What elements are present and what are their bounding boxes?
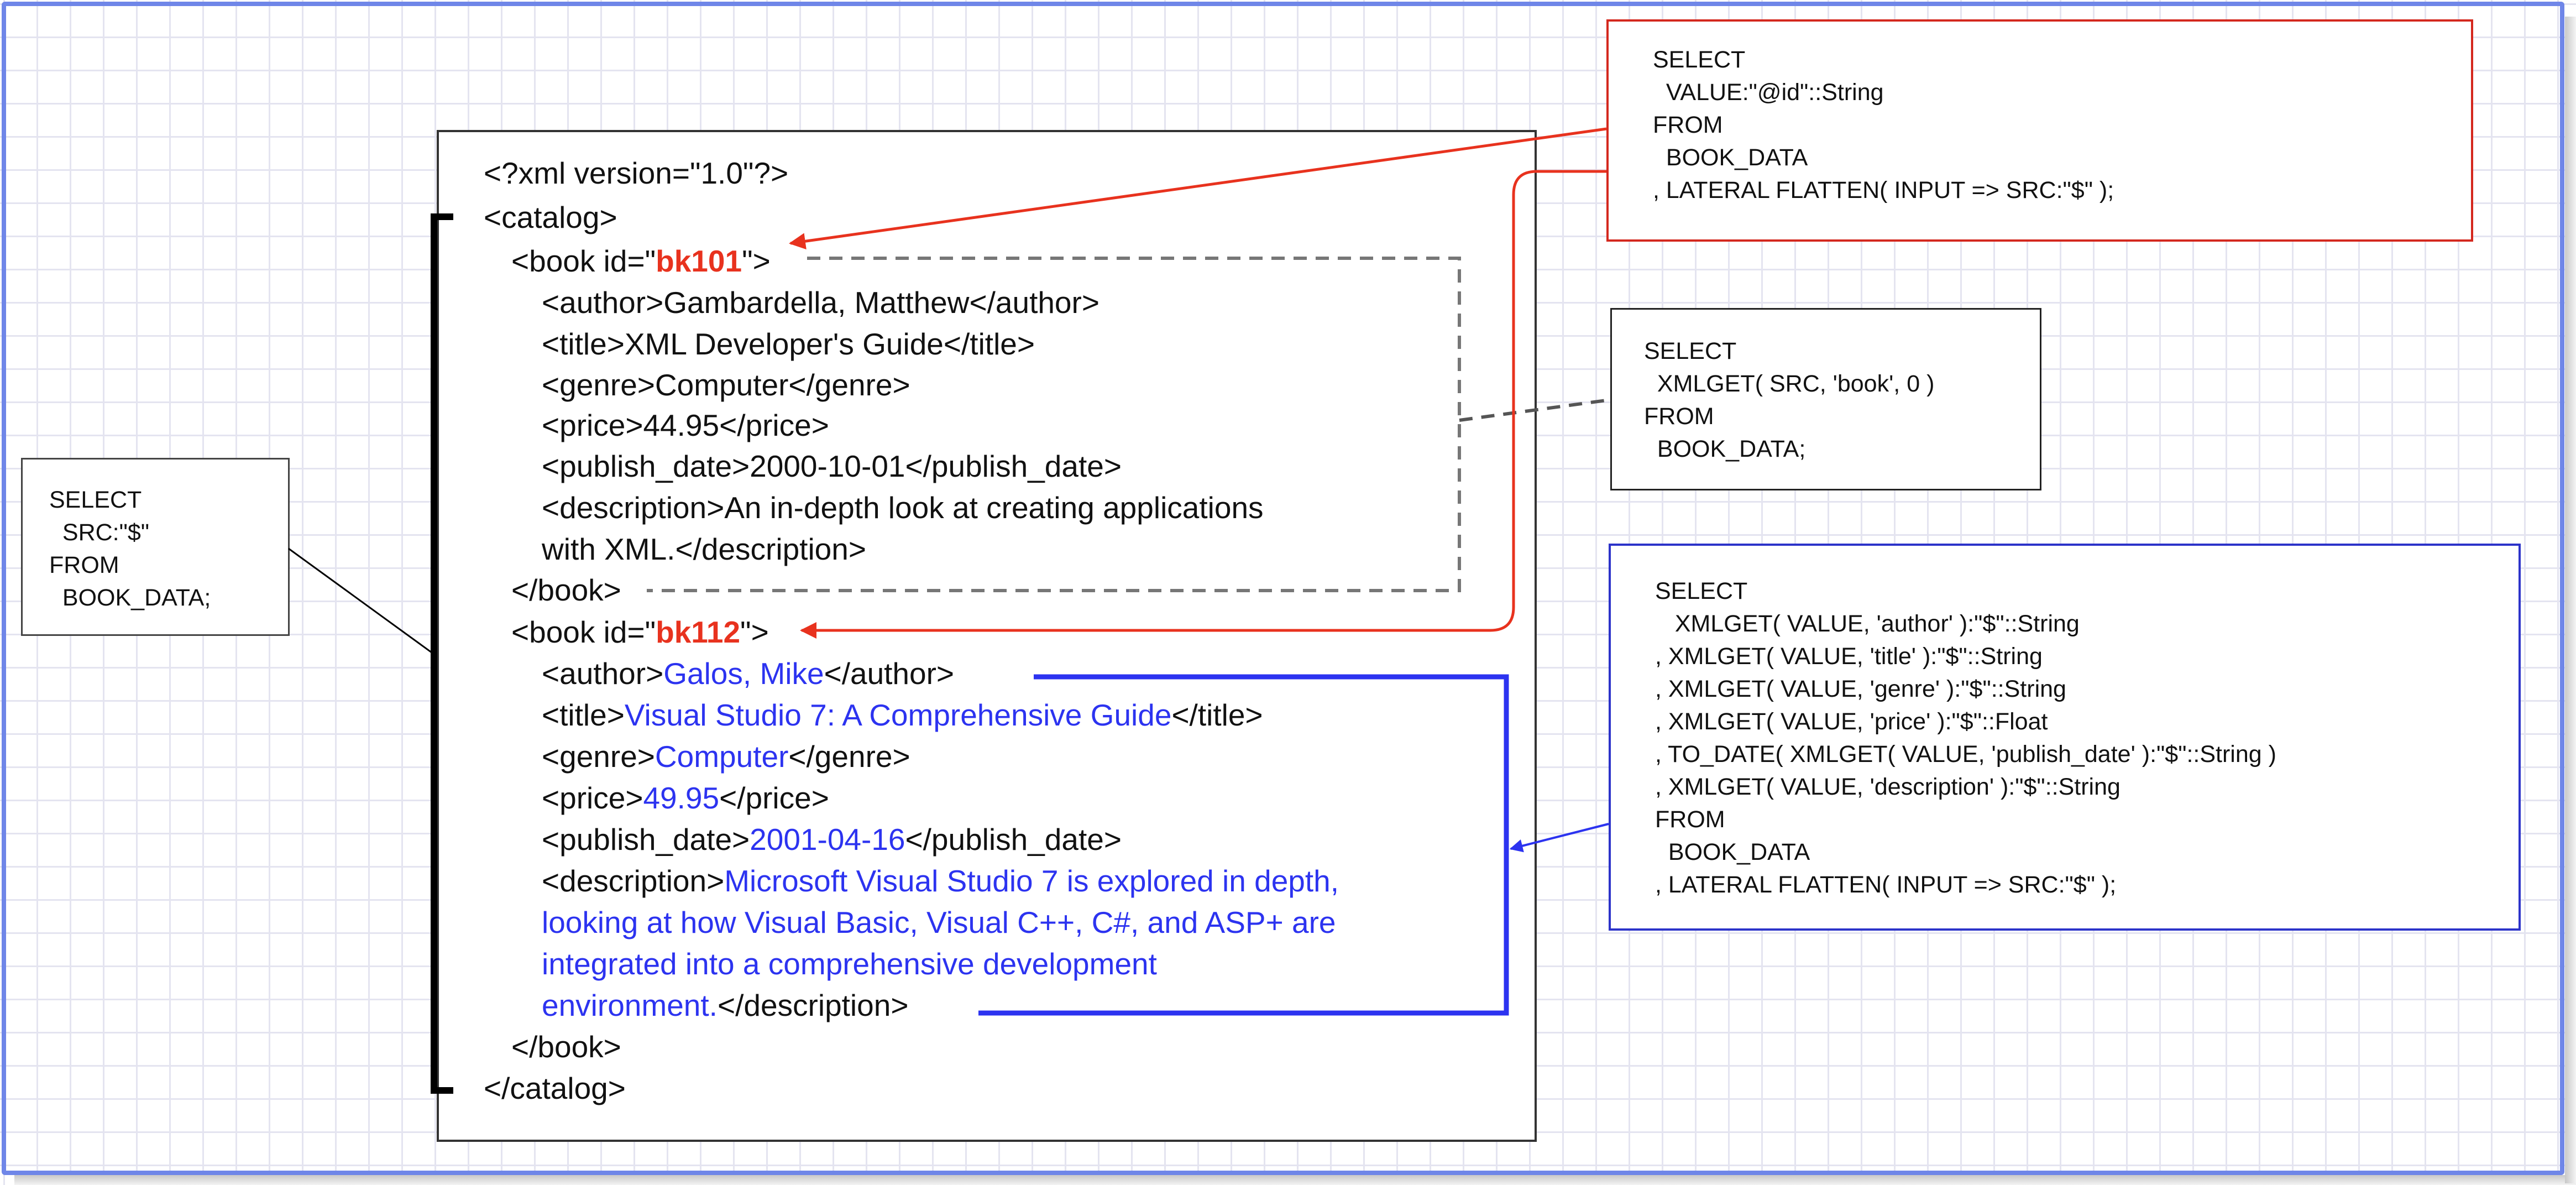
xml-line: <catalog> xyxy=(484,200,617,234)
sql-line: SELECT xyxy=(1655,578,1748,604)
sql-line: XMLGET( VALUE, 'author' ):"$"::String xyxy=(1655,610,2080,637)
first-book-query-connector xyxy=(1459,398,1611,422)
sql-line: BOOK_DATA xyxy=(1653,144,1808,171)
xml-line: </book> xyxy=(511,1030,621,1064)
sql-line: BOOK_DATA; xyxy=(49,584,211,611)
sql-line: , XMLGET( VALUE, 'genre' ):"$"::String xyxy=(1655,676,2066,702)
sql-line: BOOK_DATA xyxy=(1655,839,1810,865)
root-query-connector xyxy=(288,547,434,655)
sql-line: FROM xyxy=(1655,806,1725,833)
xml-line: integrated into a comprehensive developm… xyxy=(542,947,1157,981)
frame-shadow-bottom xyxy=(14,1175,2576,1185)
xml-line: <price>49.95</price> xyxy=(542,781,829,815)
xml-line: <genre>Computer</genre> xyxy=(542,368,910,402)
sql-line: , XMLGET( VALUE, 'description' ):"$"::St… xyxy=(1655,774,2121,800)
xml-line: <book id="bk101"> xyxy=(511,244,771,278)
first-book-dashed-bracket xyxy=(647,257,1461,592)
sql-line: , LATERAL FLATTEN( INPUT => SRC:"$" ); xyxy=(1655,871,2117,898)
attribute-arrow-bk101 xyxy=(789,127,1607,250)
catalog-bracket xyxy=(431,213,453,1094)
book-id-bk101: bk101 xyxy=(656,244,742,278)
sql-line: BOOK_DATA; xyxy=(1644,436,1806,462)
xml-line: with XML.</description> xyxy=(542,532,866,566)
xml-line: <?xml version="1.0"?> xyxy=(484,156,789,190)
xml-line: <title>Visual Studio 7: A Comprehensive … xyxy=(542,698,1263,732)
flatten-query-arrow xyxy=(1509,823,1609,853)
sql-line: , XMLGET( VALUE, 'price' ):"$"::Float xyxy=(1655,708,2048,735)
xml-line: <author>Galos, Mike</author> xyxy=(542,656,955,691)
xml-line: <publish_date>2000-10-01</publish_date> xyxy=(542,449,1122,483)
sql-line: , LATERAL FLATTEN( INPUT => SRC:"$" ); xyxy=(1653,177,2114,203)
xml-line: <description>An in-depth look at creatin… xyxy=(542,490,1264,525)
sql-line: XMLGET( SRC, 'book', 0 ) xyxy=(1644,370,1935,397)
xml-line: <publish_date>2001-04-16</publish_date> xyxy=(542,822,1122,857)
sql-line: SRC:"$" xyxy=(49,519,150,546)
frame-shadow-right xyxy=(2565,17,2576,1183)
xml-line: <price>44.95</price> xyxy=(542,408,829,442)
query-box-first-book: SELECT XMLGET( SRC, 'book', 0 ) FROM BOO… xyxy=(1610,308,2041,490)
xml-line: </book> xyxy=(511,573,621,607)
xml-document-box xyxy=(437,130,1537,1142)
query-box-flatten: SELECT XMLGET( VALUE, 'author' ):"$"::St… xyxy=(1609,544,2521,931)
sql-line: SELECT xyxy=(1644,338,1737,364)
xml-line: <genre>Computer</genre> xyxy=(542,739,910,774)
attribute-arrow-bk112 xyxy=(800,170,1606,639)
xml-line: </catalog> xyxy=(484,1071,626,1105)
xml-line: looking at how Visual Basic, Visual C++,… xyxy=(542,905,1336,939)
sql-line: , XMLGET( VALUE, 'title' ):"$"::String xyxy=(1655,643,2043,670)
book-id-bk112: bk112 xyxy=(656,615,741,649)
query-box-attribute: SELECT VALUE:"@id"::String FROM BOOK_DAT… xyxy=(1606,19,2473,242)
xml-line: <author>Gambardella, Matthew</author> xyxy=(542,285,1099,320)
sql-line: VALUE:"@id"::String xyxy=(1653,79,1884,106)
xml-line: <title>XML Developer's Guide</title> xyxy=(542,327,1035,361)
sql-line: , TO_DATE( XMLGET( VALUE, 'publish_date'… xyxy=(1655,741,2276,768)
query-box-root: SELECT SRC:"$" FROM BOOK_DATA; xyxy=(21,458,290,636)
second-book-blue-bracket xyxy=(978,674,1509,1016)
sql-line: SELECT xyxy=(49,487,142,513)
sql-line: FROM xyxy=(1644,403,1714,430)
sql-line: FROM xyxy=(49,552,119,578)
xml-line: <book id="bk112"> xyxy=(511,615,769,649)
sql-line: SELECT xyxy=(1653,46,1746,73)
xml-line: environment.</description> xyxy=(542,988,909,1022)
xml-line: <description>Microsoft Visual Studio 7 i… xyxy=(542,864,1339,898)
sql-line: FROM xyxy=(1653,112,1723,138)
